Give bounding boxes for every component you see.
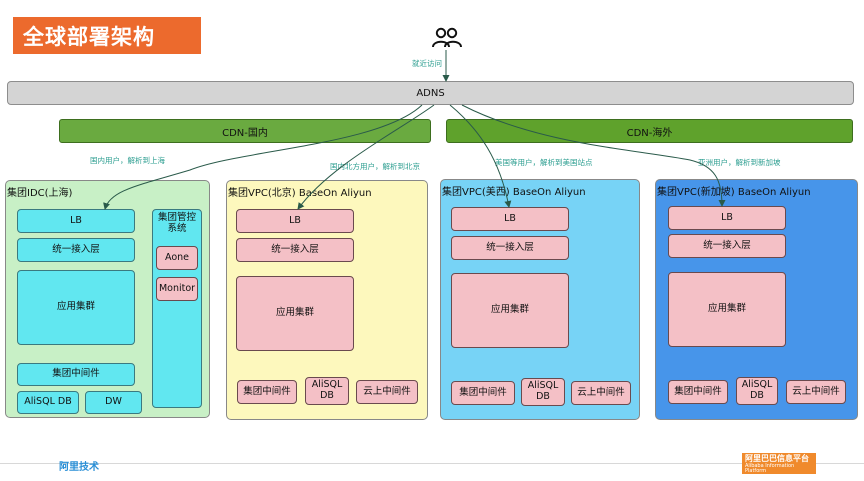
gateway-box-shanghai: 统一接入层 [17,238,135,262]
mgmt-system-panel [152,209,202,408]
app-cluster-us: 应用集群 [451,273,569,348]
lb-box-beijing: LB [236,209,354,233]
app-cluster-beijing: 应用集群 [236,276,354,351]
brand-main: 阿里巴巴信息平台 [745,454,809,463]
db-box-beijing: AliSQL DB [305,377,349,405]
middleware-box-us: 集团中间件 [451,381,515,405]
arrow-to-shanghai [103,104,423,210]
lb-box-us: LB [451,207,569,231]
gateway-box-beijing: 统一接入层 [236,238,354,262]
alibaba-info-platform-logo: 阿里巴巴信息平台 Alibaba Information Platform [742,453,816,474]
cloud-middleware-box-us: 云上中间件 [571,381,631,405]
db-box-us: AliSQL DB [521,378,565,406]
lb-box-shanghai: LB [17,209,135,233]
mgmt-system-title: 集团管控系统 [157,212,196,235]
route-label-shanghai: 国内用户，解析到上海 [90,156,165,165]
access-label: 就近访问 [412,59,442,68]
arrow-to-beijing [297,104,435,210]
gateway-box-us: 统一接入层 [451,236,569,260]
app-cluster-singapore: 应用集群 [668,272,786,347]
cloud-middleware-box-singapore: 云上中间件 [786,380,846,404]
region-title-shanghai: 集团IDC(上海) [7,188,73,199]
db-box-singapore: AliSQL DB [736,377,778,405]
middleware-box-singapore: 集团中间件 [668,380,728,404]
dw-box-shanghai: DW [85,391,142,414]
lb-box-singapore: LB [668,206,786,230]
adns-bar: ADNS [7,81,854,105]
app-cluster-shanghai: 应用集群 [17,270,135,345]
db-box-shanghai: AliSQL DB [17,391,79,414]
footer-divider [0,463,864,464]
route-label-beijing: 国内北方用户，解析到北京 [330,162,420,171]
arrow-to-us [449,104,512,208]
region-title-singapore: 集团VPC(新加坡) BaseOn Aliyun [657,187,811,198]
cloud-middleware-box-beijing: 云上中间件 [356,380,418,404]
cdn-overseas: CDN-海外 [446,119,853,143]
gateway-box-singapore: 统一接入层 [668,234,786,258]
alibaba-tech-logo: 阿里技术 [59,462,99,473]
region-title-beijing: 集团VPC(北京) BaseOn Aliyun [228,188,372,199]
middleware-box-shanghai: 集团中间件 [17,363,135,386]
page-title: 全球部署架构 [13,17,201,54]
aone-box: Aone [156,246,198,270]
brand-sub: Alibaba Information Platform [745,462,795,475]
region-title-us: 集团VPC(美西) BaseOn Aliyun [442,187,586,198]
route-label-us: 美国等用户，解析到美国站点 [495,158,593,167]
route-label-singapore: 亚洲用户，解析到新加坡 [698,158,781,167]
arrow-to-singapore [461,104,726,207]
monitor-box: Monitor [156,277,198,301]
users-icon [430,27,464,49]
middleware-box-beijing: 集团中间件 [237,380,297,404]
